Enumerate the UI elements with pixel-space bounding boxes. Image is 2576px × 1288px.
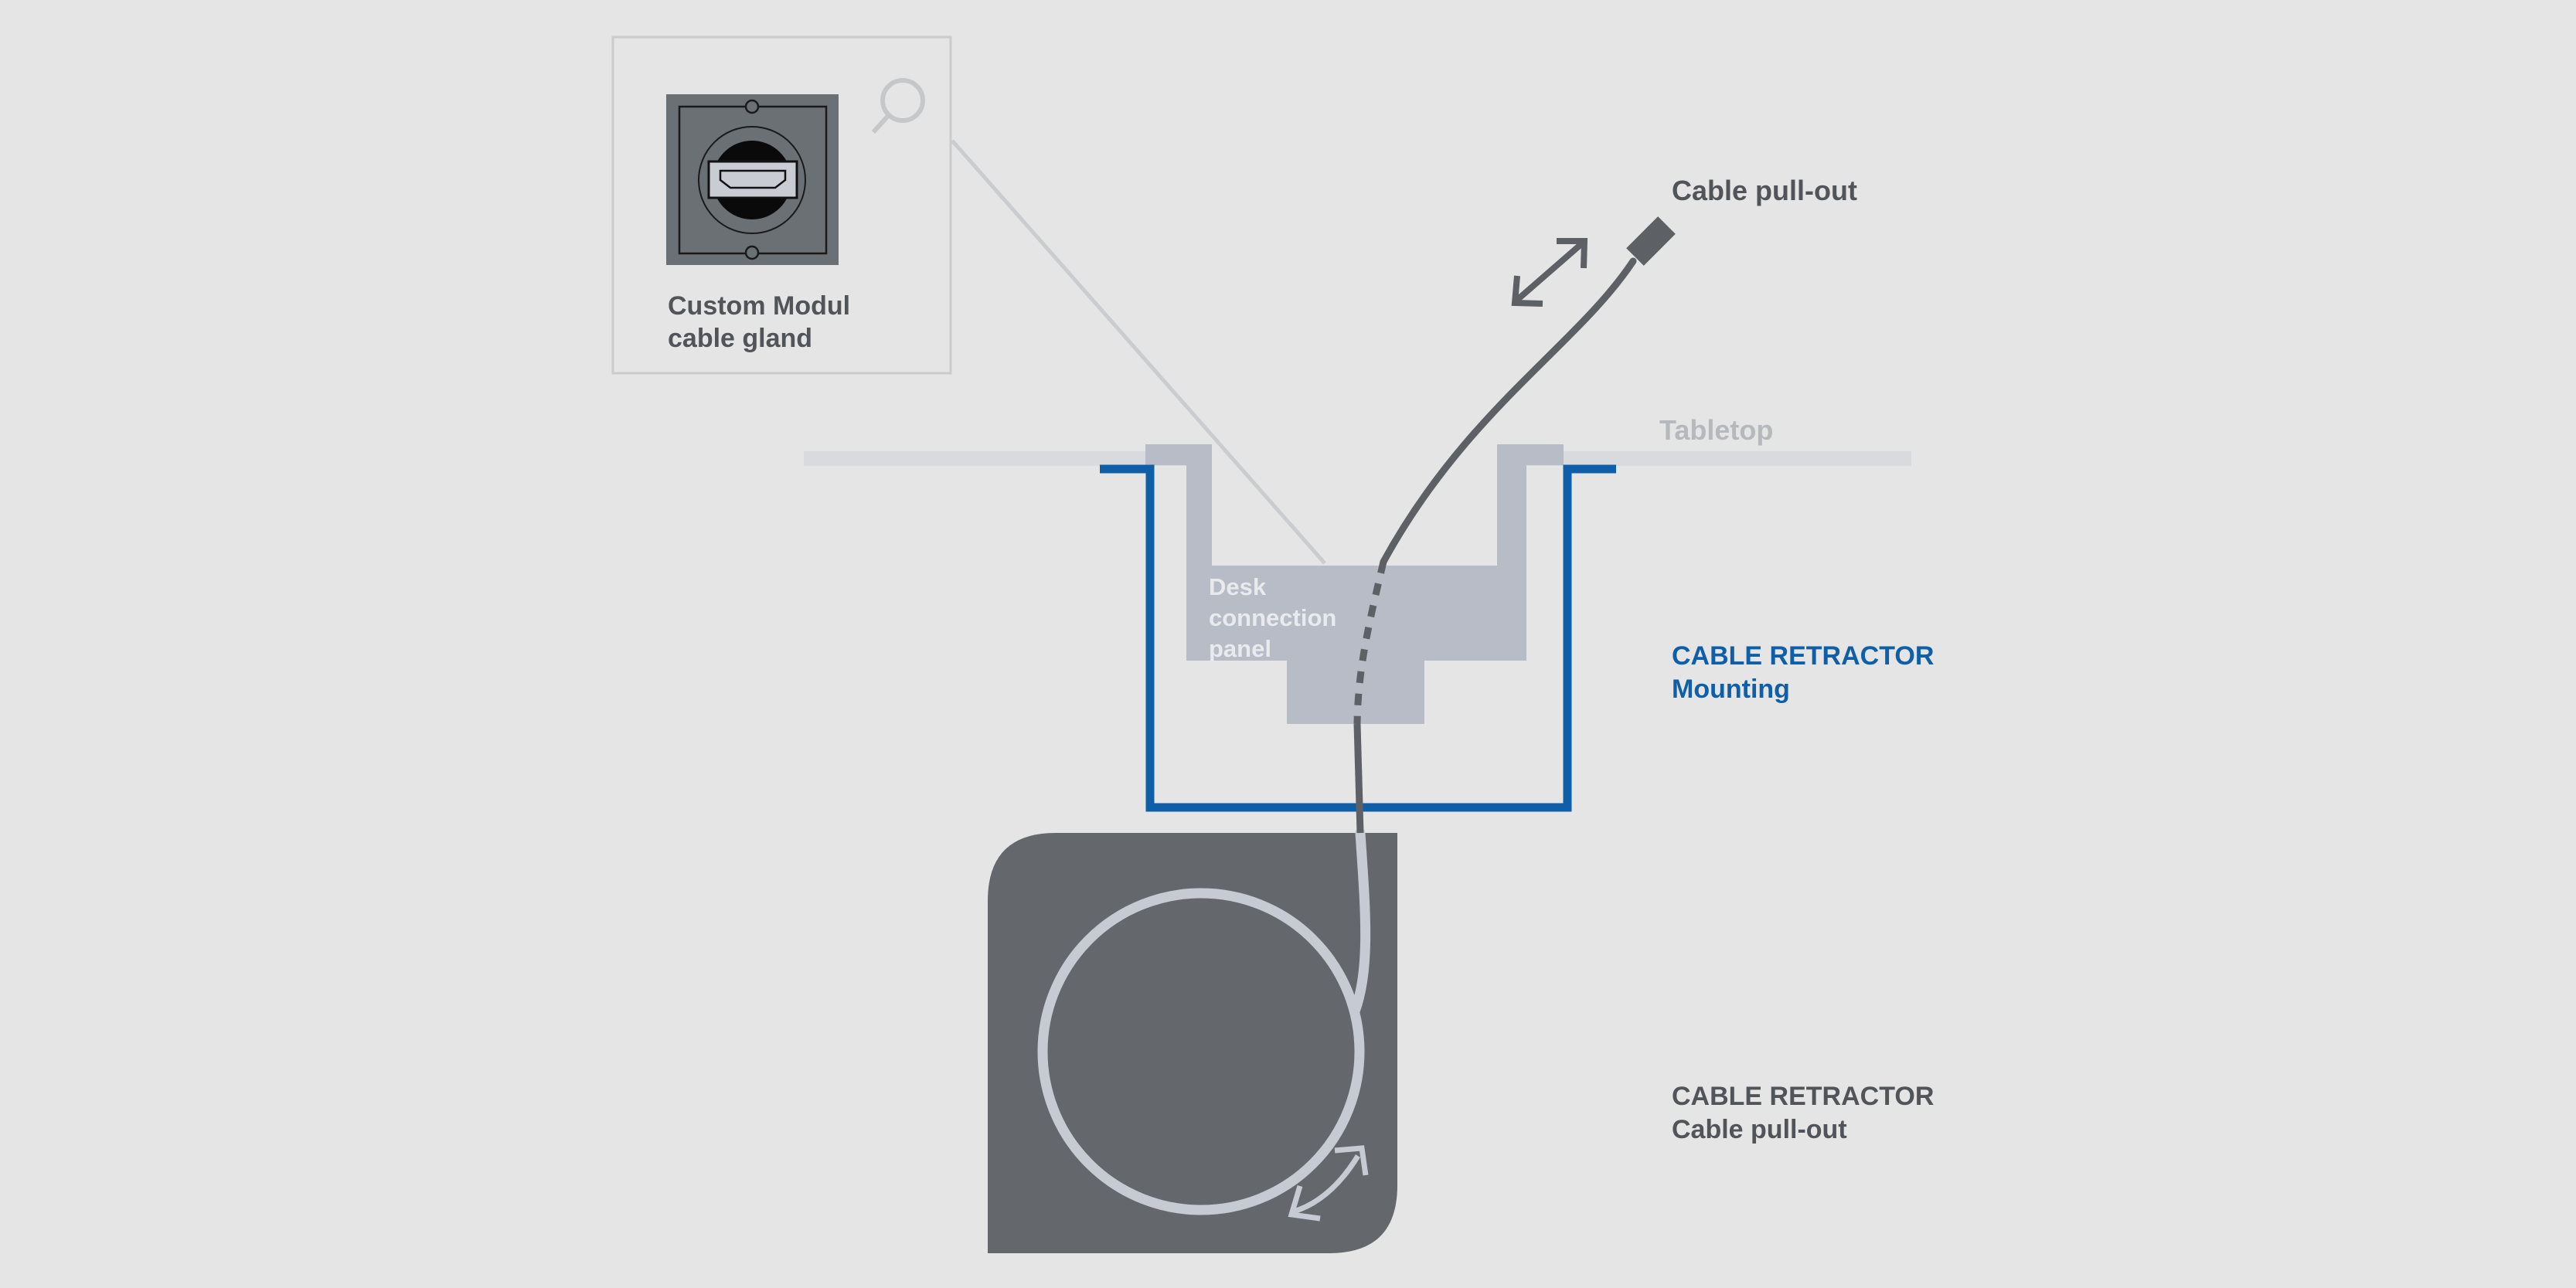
- cable-lower: [1353, 723, 1364, 834]
- cable-upper: [1380, 257, 1637, 566]
- cable-dashed: [1353, 560, 1387, 725]
- cable-coil: [1037, 888, 1365, 1215]
- inset-label-line1: Custom Modul: [668, 291, 851, 321]
- tabletop-label: Tabletop: [1659, 414, 1774, 446]
- retractor-label-line2: Cable pull-out: [1672, 1115, 1847, 1144]
- inset-label: Custom Modul cable gland: [668, 290, 850, 355]
- panel-label-line3: panel: [1209, 635, 1271, 662]
- desk-connection-panel: [1145, 444, 1564, 724]
- panel-label-line1: Desk: [1209, 573, 1267, 600]
- tabletop-left: [804, 451, 1186, 466]
- cable-connector: [1626, 216, 1676, 266]
- magnifier-icon: [871, 78, 925, 134]
- inset-label-line2: cable gland: [668, 324, 813, 353]
- mounting-label-line2: Mounting: [1672, 675, 1790, 704]
- double-arrow-curved-icon: [1288, 1145, 1369, 1222]
- cable-coil-tail: [1349, 828, 1371, 1017]
- panel-label-line2: connection: [1209, 604, 1337, 631]
- mounting-label-line1: CABLE RETRACTOR: [1672, 641, 1935, 671]
- callout-line: [951, 139, 1326, 565]
- tabletop-right: [1526, 451, 1911, 466]
- cable-retractor-pullout-label: CABLE RETRACTOR Cable pull-out: [1672, 1080, 1934, 1147]
- retractor-label-line1: CABLE RETRACTOR: [1672, 1082, 1935, 1111]
- hdmi-cable-gland-icon: [666, 94, 839, 265]
- double-arrow-diagonal-icon: [1511, 238, 1588, 307]
- cable-pullout-label: Cable pull-out: [1672, 175, 1857, 206]
- inset-frame: [611, 36, 952, 375]
- cable-retractor-mounting-label: CABLE RETRACTOR Mounting: [1672, 640, 1934, 706]
- desk-connection-panel-label: Desk connection panel: [1209, 572, 1336, 664]
